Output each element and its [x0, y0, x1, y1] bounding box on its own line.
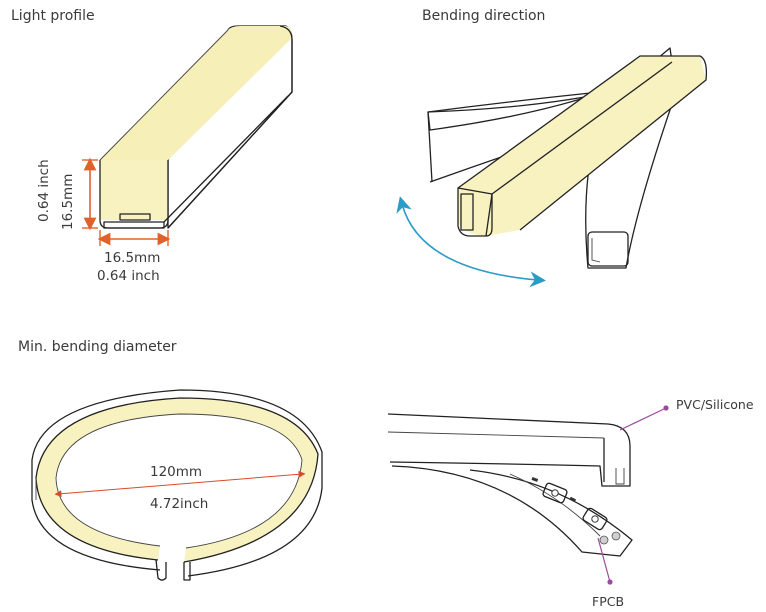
diameter-line: [54, 470, 306, 498]
height-mm-label: 16.5mm: [60, 174, 76, 230]
width-inch-label: 0.64 inch: [97, 268, 160, 284]
light-profile-title: Light profile: [11, 8, 95, 24]
min-bending-diameter-title: Min. bending diameter: [18, 339, 177, 355]
fpcb-label: FPCB: [592, 594, 624, 609]
strip-cross-section: [387, 413, 633, 557]
callouts: PVC/Silicone FPCB: [592, 397, 754, 609]
bend-arrow: [396, 196, 546, 288]
diameter-inch-label: 4.72inch: [150, 496, 208, 512]
bending-ring: 120mm 4.72inch: [31, 389, 323, 581]
width-mm-label: 16.5mm: [104, 250, 160, 266]
height-inch-label: 0.64 inch: [36, 159, 52, 222]
bending-direction-drawing: [396, 47, 708, 288]
bending-direction-title: Bending direction: [422, 8, 546, 24]
light-profile-strip: [99, 25, 293, 229]
width-dimension: 16.5mm 0.64 inch: [97, 230, 171, 284]
pvc-silicone-label: PVC/Silicone: [676, 397, 754, 412]
height-dimension: 16.5mm 0.64 inch: [36, 157, 98, 231]
diameter-mm-label: 120mm: [150, 464, 202, 480]
